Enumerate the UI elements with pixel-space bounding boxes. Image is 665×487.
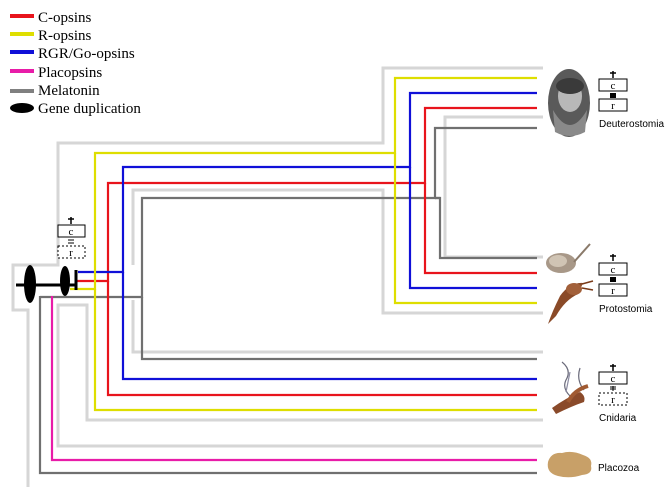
legend-label-gene-duplication: Gene duplication (38, 101, 141, 117)
proto-box-c-label: c (611, 264, 616, 276)
horseshoe-crab-icon (546, 244, 590, 273)
deutero-box-r-label: r (611, 100, 615, 112)
tree-cnidaria-bottom (58, 305, 543, 446)
legend-swatch-r-opsins (10, 32, 34, 36)
legend-label-r-opsins: R-opsins (38, 28, 92, 44)
taxon-label-deuterostomia: Deuterostomia (599, 119, 664, 130)
deutero-box-c-label: c (611, 80, 616, 92)
tree-cnidaria-top (133, 300, 543, 352)
root-box-marker (68, 217, 74, 224)
taxon-cnidaria: c r Cnidaria (552, 362, 637, 424)
gene-duplication-marker-1 (24, 265, 36, 303)
placozoa-icon (548, 452, 592, 477)
proto-box-marker (610, 254, 616, 261)
legend: C-opsins R-opsins RGR/Go-opsins Placopsi… (10, 10, 141, 117)
legend-swatch-rgr-go-opsins (10, 50, 34, 54)
tree-bilateria-inner (133, 190, 543, 313)
c-opsin-deutero-branch (76, 108, 537, 281)
taxon-placozoa: Placozoa (548, 452, 640, 477)
legend-item-r-opsins: R-opsins (10, 28, 92, 44)
legend-item-gene-duplication: Gene duplication (10, 101, 141, 117)
r-opsin-cnidaria-branch (95, 289, 537, 410)
legend-swatch-c-opsins (10, 14, 34, 18)
species-tree (13, 68, 543, 487)
gene-duplication-marker-2 (60, 266, 70, 296)
legend-swatch-gene-duplication (10, 103, 34, 113)
legend-label-c-opsins: C-opsins (38, 10, 92, 26)
squid-icon (548, 281, 593, 324)
cnidaria-box-link (610, 386, 616, 391)
deutero-box-marker (610, 71, 616, 78)
root-box-c-label: c (69, 226, 74, 238)
legend-label-placopsins: Placopsins (38, 65, 102, 81)
deutero-box-link (610, 93, 616, 98)
taxon-deuterostomia: c r Deuterostomia (548, 69, 664, 137)
cnidaria-box-r-label: r (611, 394, 615, 406)
c-opsin-proto-branch (425, 183, 537, 273)
cnidaria-box-c-label: c (611, 373, 616, 385)
cnidaria-box-marker (610, 364, 616, 371)
human-portrait-icon (548, 69, 590, 137)
tree-deutero-proto-split (445, 117, 543, 257)
legend-item-melatonin: Melatonin (10, 83, 100, 99)
r-opsin-proto-branch (395, 153, 537, 303)
taxon-label-protostomia: Protostomia (599, 304, 653, 315)
legend-swatch-placopsins (10, 69, 34, 73)
legend-swatch-melatonin (10, 89, 34, 93)
legend-item-c-opsins: C-opsins (10, 10, 92, 26)
root-box-r-label: r (69, 247, 73, 259)
legend-item-rgr-go-opsins: RGR/Go-opsins (10, 46, 135, 62)
gene-lineages (16, 78, 537, 473)
taxon-protostomia: c r Protostomia (546, 244, 653, 324)
jellyfish-icon (552, 362, 588, 414)
rgr-proto-branch (410, 167, 537, 288)
legend-item-placopsins: Placopsins (10, 65, 102, 81)
melatonin-cnidaria-branch (142, 297, 537, 359)
tree-outer-top (13, 68, 543, 487)
taxon-label-placozoa: Placozoa (598, 463, 640, 474)
melatonin-proto-branch (435, 198, 537, 258)
proto-box-r-label: r (611, 285, 615, 297)
taxon-label-cnidaria: Cnidaria (599, 413, 637, 424)
legend-label-melatonin: Melatonin (38, 83, 100, 99)
legend-label-rgr-go-opsins: RGR/Go-opsins (38, 46, 135, 62)
root-domain-box: c r (58, 217, 85, 259)
root-box-link (68, 240, 74, 243)
proto-box-link (610, 277, 616, 282)
